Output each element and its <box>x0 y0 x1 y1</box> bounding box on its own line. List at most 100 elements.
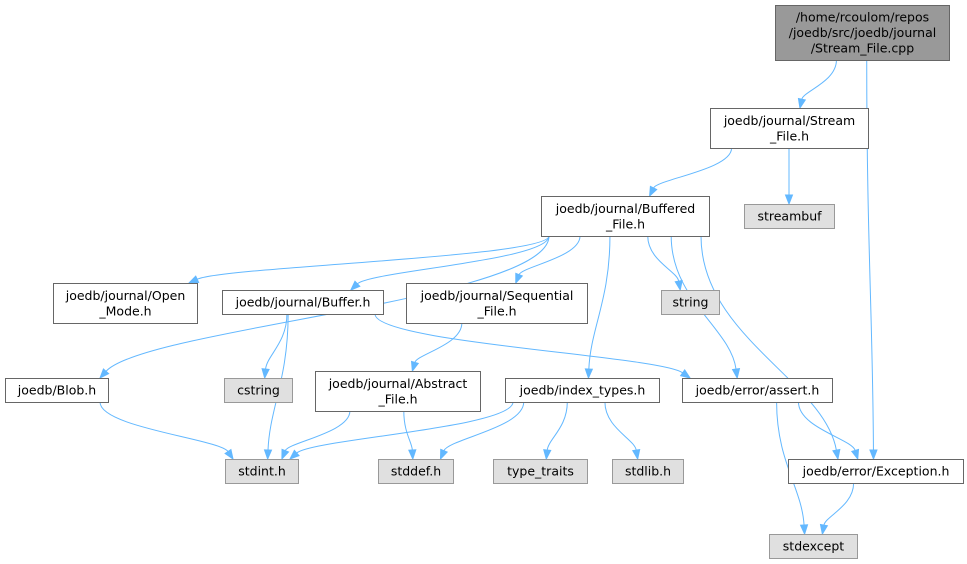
node-buffer-h[interactable]: joedb/journal/Buffer.h <box>222 290 384 315</box>
node-label-line: stdlib.h <box>625 464 671 479</box>
arrowhead-icon <box>797 97 807 110</box>
edge-buffered-file-h-to-exception-h <box>700 235 837 451</box>
node-label-line: stdint.h <box>238 464 286 479</box>
arrowhead-icon <box>850 448 860 461</box>
node-label-line: _Mode.h <box>98 303 151 318</box>
node-cstring[interactable]: cstring <box>224 378 293 403</box>
node-label-line: joedb/error/Exception.h <box>802 464 950 479</box>
edge-blob-h-to-stdint-h <box>99 401 229 452</box>
node-abstract-file-h[interactable]: joedb/journal/Abstract_File.h <box>315 371 481 412</box>
edge-buffered-file-h-to-string <box>647 235 680 282</box>
node-label-line: string <box>673 295 709 310</box>
node-string[interactable]: string <box>661 290 720 315</box>
arrowhead-icon <box>288 449 300 460</box>
node-label-line: joedb/journal/Abstract <box>328 376 468 391</box>
node-label-line: cstring <box>237 383 280 398</box>
node-type-traits[interactable]: type_traits <box>493 459 588 484</box>
arrowhead-icon <box>263 449 273 461</box>
arrowhead-icon <box>784 194 794 206</box>
node-stdexcept[interactable]: stdexcept <box>769 534 858 559</box>
node-box <box>661 290 720 315</box>
arrowhead-icon <box>731 368 741 380</box>
arrowhead-icon <box>224 448 234 461</box>
edge-index-types-h-to-stddef-h <box>443 401 525 452</box>
node-open-mode-h[interactable]: joedb/journal/Open_Mode.h <box>53 283 198 324</box>
edge-index-types-h-to-stdlib-h <box>604 401 637 451</box>
node-label-line: joedb/Blob.h <box>17 383 96 398</box>
node-box <box>315 371 481 412</box>
node-box <box>775 5 950 61</box>
node-stdint-h[interactable]: stdint.h <box>225 459 299 484</box>
node-box <box>222 290 384 315</box>
edge-abstract-file-h-to-stdint-h <box>284 410 351 451</box>
node-box <box>769 534 858 559</box>
node-box <box>225 459 299 484</box>
edge-buffer-h-to-assert-h <box>374 313 683 374</box>
edge-buffered-file-h-to-index-types-h <box>588 235 611 370</box>
node-label-line: /joedb/src/joedb/journal <box>789 25 936 40</box>
node-streambuf[interactable]: streambuf <box>744 204 835 229</box>
arrowhead-icon <box>679 369 692 379</box>
node-label-line: streambuf <box>757 209 822 224</box>
node-index-types-h[interactable]: joedb/index_types.h <box>505 378 660 403</box>
arrowhead-icon <box>281 448 290 461</box>
node-stdlib-h[interactable]: stdlib.h <box>612 459 684 484</box>
node-label-line: _File.h <box>377 391 417 406</box>
edge-buffer-h-to-cstring <box>265 313 288 370</box>
edge-index-types-h-to-type-traits <box>546 401 568 451</box>
edges-layer <box>99 59 878 536</box>
node-box <box>406 283 588 324</box>
arrowhead-icon <box>648 185 658 198</box>
node-label-line: joedb/journal/Stream <box>723 113 855 128</box>
edge-buffered-file-h-to-buffer-h <box>357 235 550 285</box>
arrowhead-icon <box>832 448 841 461</box>
node-box <box>505 378 660 403</box>
arrowhead-icon <box>515 272 524 285</box>
node-box <box>5 378 109 403</box>
arrowhead-icon <box>410 360 420 373</box>
node-label-line: joedb/journal/Sequential <box>420 288 574 303</box>
node-box <box>788 459 964 484</box>
node-label-line: /home/rcoulom/repos <box>796 10 929 25</box>
arrowhead-icon <box>439 448 449 461</box>
node-box <box>493 459 588 484</box>
arrowhead-icon <box>543 449 552 461</box>
node-stddef-h[interactable]: stddef.h <box>378 459 454 484</box>
arrowhead-icon <box>674 279 683 292</box>
node-box <box>541 196 710 237</box>
node-sequential-file-h[interactable]: joedb/journal/Sequential_File.h <box>406 283 588 324</box>
node-label-line: joedb/error/assert.h <box>695 383 820 398</box>
node-box <box>612 459 684 484</box>
edge-assert-h-to-exception-h <box>797 401 856 451</box>
edge-stream-file-h-to-buffered-file-h <box>653 147 733 189</box>
node-box <box>744 204 835 229</box>
node-label-line: _File.h <box>605 216 645 231</box>
arrowhead-icon <box>869 449 878 461</box>
node-exception-h[interactable]: joedb/error/Exception.h <box>788 459 964 484</box>
node-label-line: joedb/journal/Open <box>65 288 186 303</box>
edge-buffered-file-h-to-open-mode-h <box>196 235 550 280</box>
node-label-line: joedb/journal/Buffer.h <box>235 295 371 310</box>
node-box <box>53 283 198 324</box>
node-label-line: _File.h <box>769 128 809 143</box>
node-stream-file-cpp[interactable]: /home/rcoulom/repos/joedb/src/joedb/jour… <box>775 5 950 61</box>
edge-sequential-file-h-to-abstract-file-h <box>414 322 463 363</box>
arrowhead-icon <box>187 275 200 284</box>
node-assert-h[interactable]: joedb/error/assert.h <box>682 378 833 403</box>
node-box <box>710 108 869 149</box>
edge-abstract-file-h-to-stddef-h <box>403 410 413 451</box>
node-label-line: /Stream_File.cpp <box>811 41 914 56</box>
node-label-line: type_traits <box>507 464 574 479</box>
edge-exception-h-to-stdexcept <box>823 482 855 526</box>
arrowhead-icon <box>631 448 641 461</box>
node-label-line: joedb/journal/Buffered <box>555 201 695 216</box>
node-buffered-file-h[interactable]: joedb/journal/Buffered_File.h <box>541 196 710 237</box>
arrowhead-icon <box>261 368 270 380</box>
edge-index-types-h-to-stdint-h <box>296 401 514 454</box>
node-stream-file-h[interactable]: joedb/journal/Stream_File.h <box>710 108 869 149</box>
arrowhead-icon <box>799 524 809 536</box>
node-blob-h[interactable]: joedb/Blob.h <box>5 378 109 403</box>
node-box <box>682 378 833 403</box>
arrowhead-icon <box>349 280 361 291</box>
